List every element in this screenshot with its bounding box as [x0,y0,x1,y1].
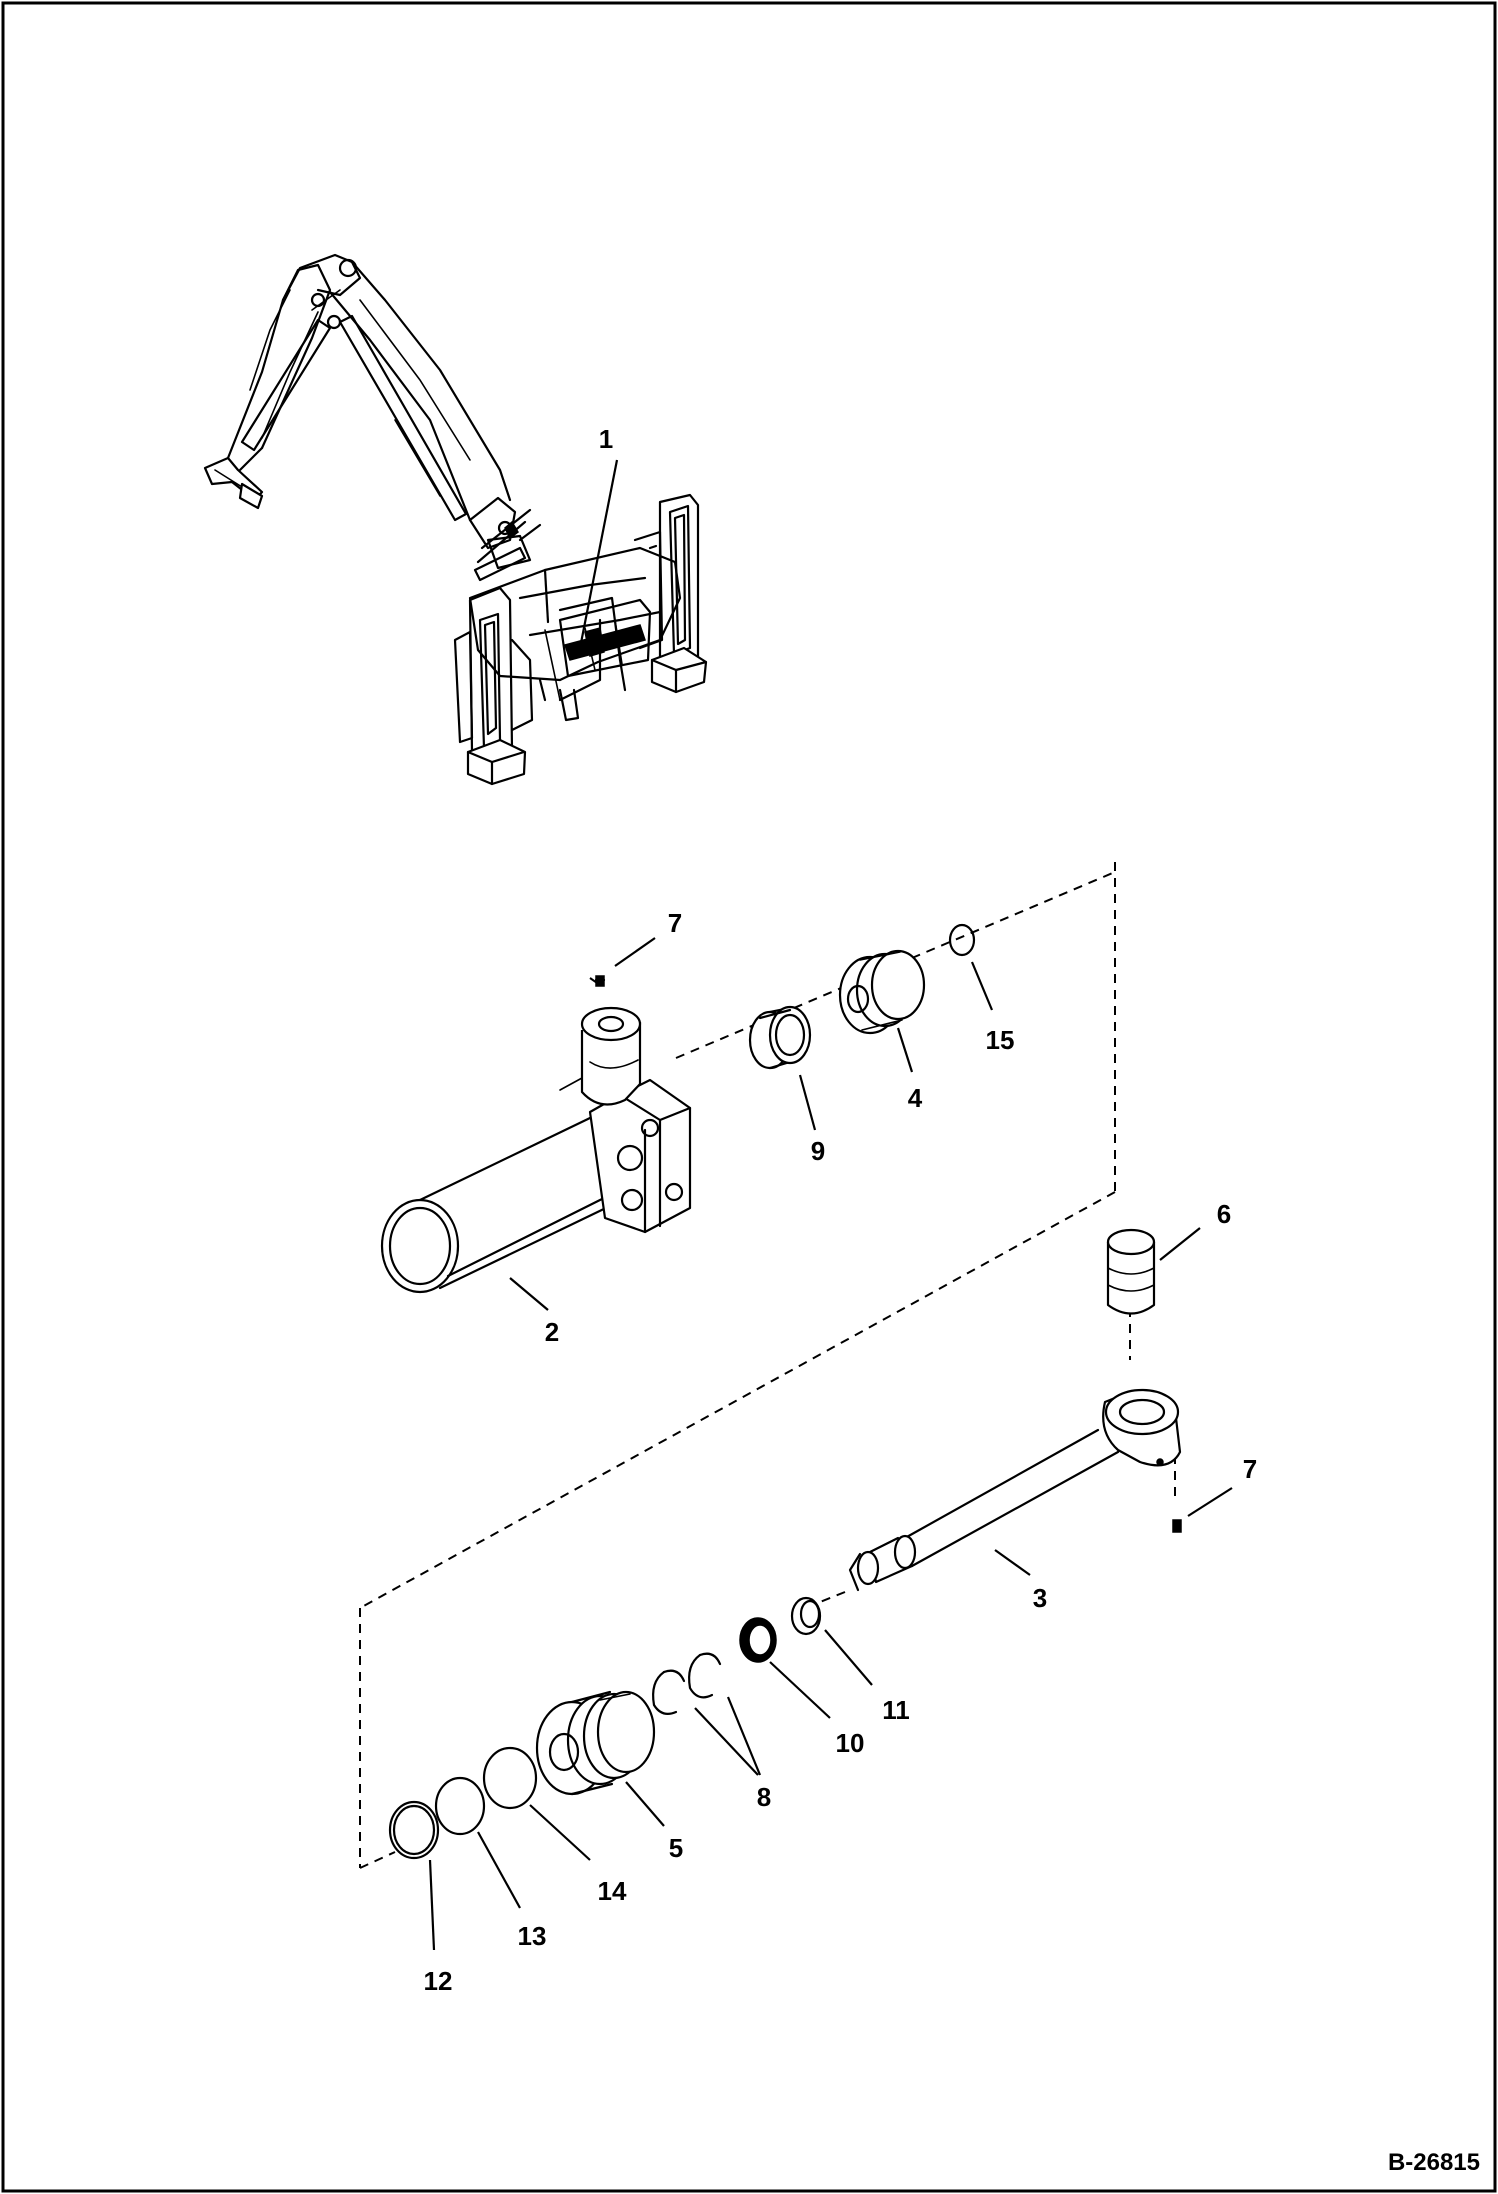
piston-seal-14 [482,1746,538,1810]
snap-ring [948,923,976,957]
rod-end-bushing [1106,1228,1156,1315]
callout-5: 5 [669,1833,683,1863]
document-id: B-26815 [1388,2149,1480,2176]
callout-7-rod: 7 [1243,1454,1257,1484]
backhoe-overview-illustration [203,253,708,786]
callout-11: 11 [882,1695,910,1725]
wiper-bushing [748,1005,812,1070]
callout-1: 1 [599,424,613,454]
o-ring-12 [388,1800,440,1860]
callout-8: 8 [757,1782,771,1812]
callout-10: 10 [836,1728,865,1758]
callout-2: 2 [545,1317,559,1347]
backup-ring-13 [434,1776,486,1836]
piston-rod [848,1388,1182,1592]
wear-rings-8 [652,1652,722,1715]
rod-seal-ring-11 [790,1596,822,1636]
callout-12: 12 [424,1966,453,1996]
callout-15: 15 [986,1025,1015,1055]
callout-3: 3 [1033,1583,1047,1613]
callout-7-top: 7 [668,908,682,938]
callout-4: 4 [908,1083,923,1113]
grease-fitting-rod [1172,1519,1182,1533]
assembly-centerline [359,862,1176,1869]
callout-13: 13 [518,1921,547,1951]
piston-seal-10 [739,1617,777,1663]
callout-9: 9 [811,1136,825,1166]
grease-fitting-top [594,975,606,987]
gland [838,949,926,1035]
piston [535,1690,656,1796]
cylinder-barrel [380,1006,692,1294]
callout-6: 6 [1217,1199,1231,1229]
callout-14: 14 [598,1876,627,1906]
